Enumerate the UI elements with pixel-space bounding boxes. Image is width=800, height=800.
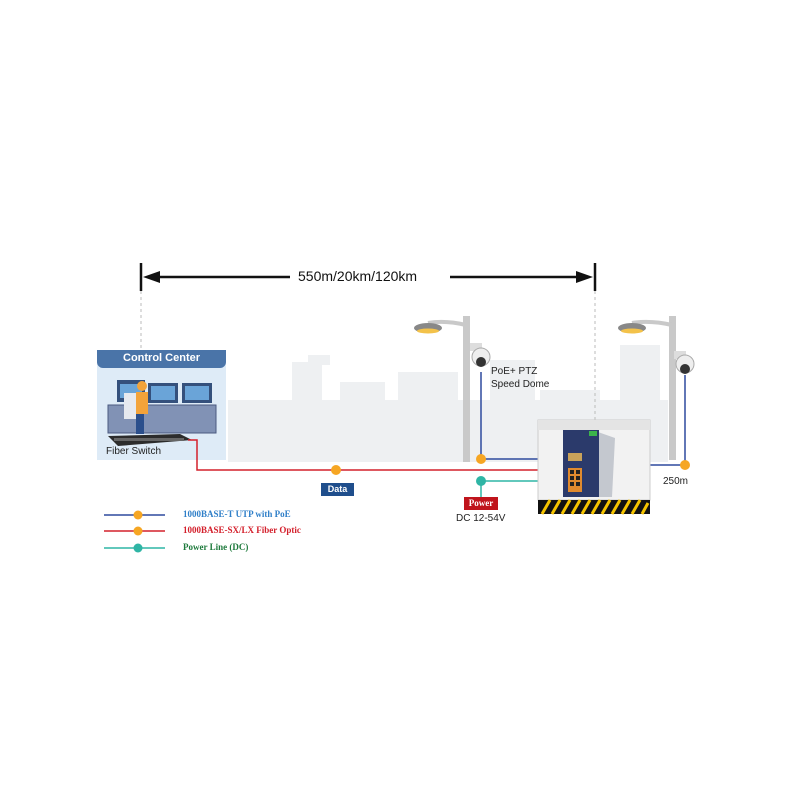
ptz-camera-1 bbox=[470, 343, 491, 367]
industrial-poe-switch bbox=[563, 430, 615, 497]
data-badge: Data bbox=[321, 483, 354, 496]
control-center-title: Control Center bbox=[123, 352, 200, 364]
control-center-panel bbox=[97, 350, 226, 460]
operator-icon bbox=[124, 381, 148, 434]
power-voltage: DC 12-54V bbox=[456, 513, 506, 524]
camera-label-line2: Speed Dome bbox=[491, 379, 550, 390]
dc-node bbox=[476, 476, 486, 486]
street-lamp-1 bbox=[414, 316, 470, 462]
legend-swatches bbox=[104, 510, 165, 553]
poe-node-2 bbox=[680, 460, 690, 470]
ptz-camera-2 bbox=[674, 351, 695, 374]
poe-node-1 bbox=[476, 454, 486, 464]
camera-label-line1: PoE+ PTZ bbox=[491, 366, 538, 377]
legend-dc: Power Line (DC) bbox=[183, 542, 249, 552]
distance-label: 550m/20km/120km bbox=[298, 268, 418, 284]
remote-distance: 250m bbox=[663, 476, 689, 487]
power-badge: Power bbox=[464, 497, 498, 510]
legend-fiber: 1000BASE-SX/LX Fiber Optic bbox=[183, 525, 301, 535]
distance-dimension bbox=[139, 263, 597, 291]
street-lamp-2 bbox=[618, 316, 676, 460]
fiber-link bbox=[188, 439, 565, 471]
fiber-node bbox=[331, 465, 341, 475]
legend-utp: 1000BASE-T UTP with PoE bbox=[183, 509, 291, 519]
fiber-switch-icon bbox=[108, 434, 192, 446]
fiber-switch-label: Fiber Switch bbox=[106, 446, 162, 457]
